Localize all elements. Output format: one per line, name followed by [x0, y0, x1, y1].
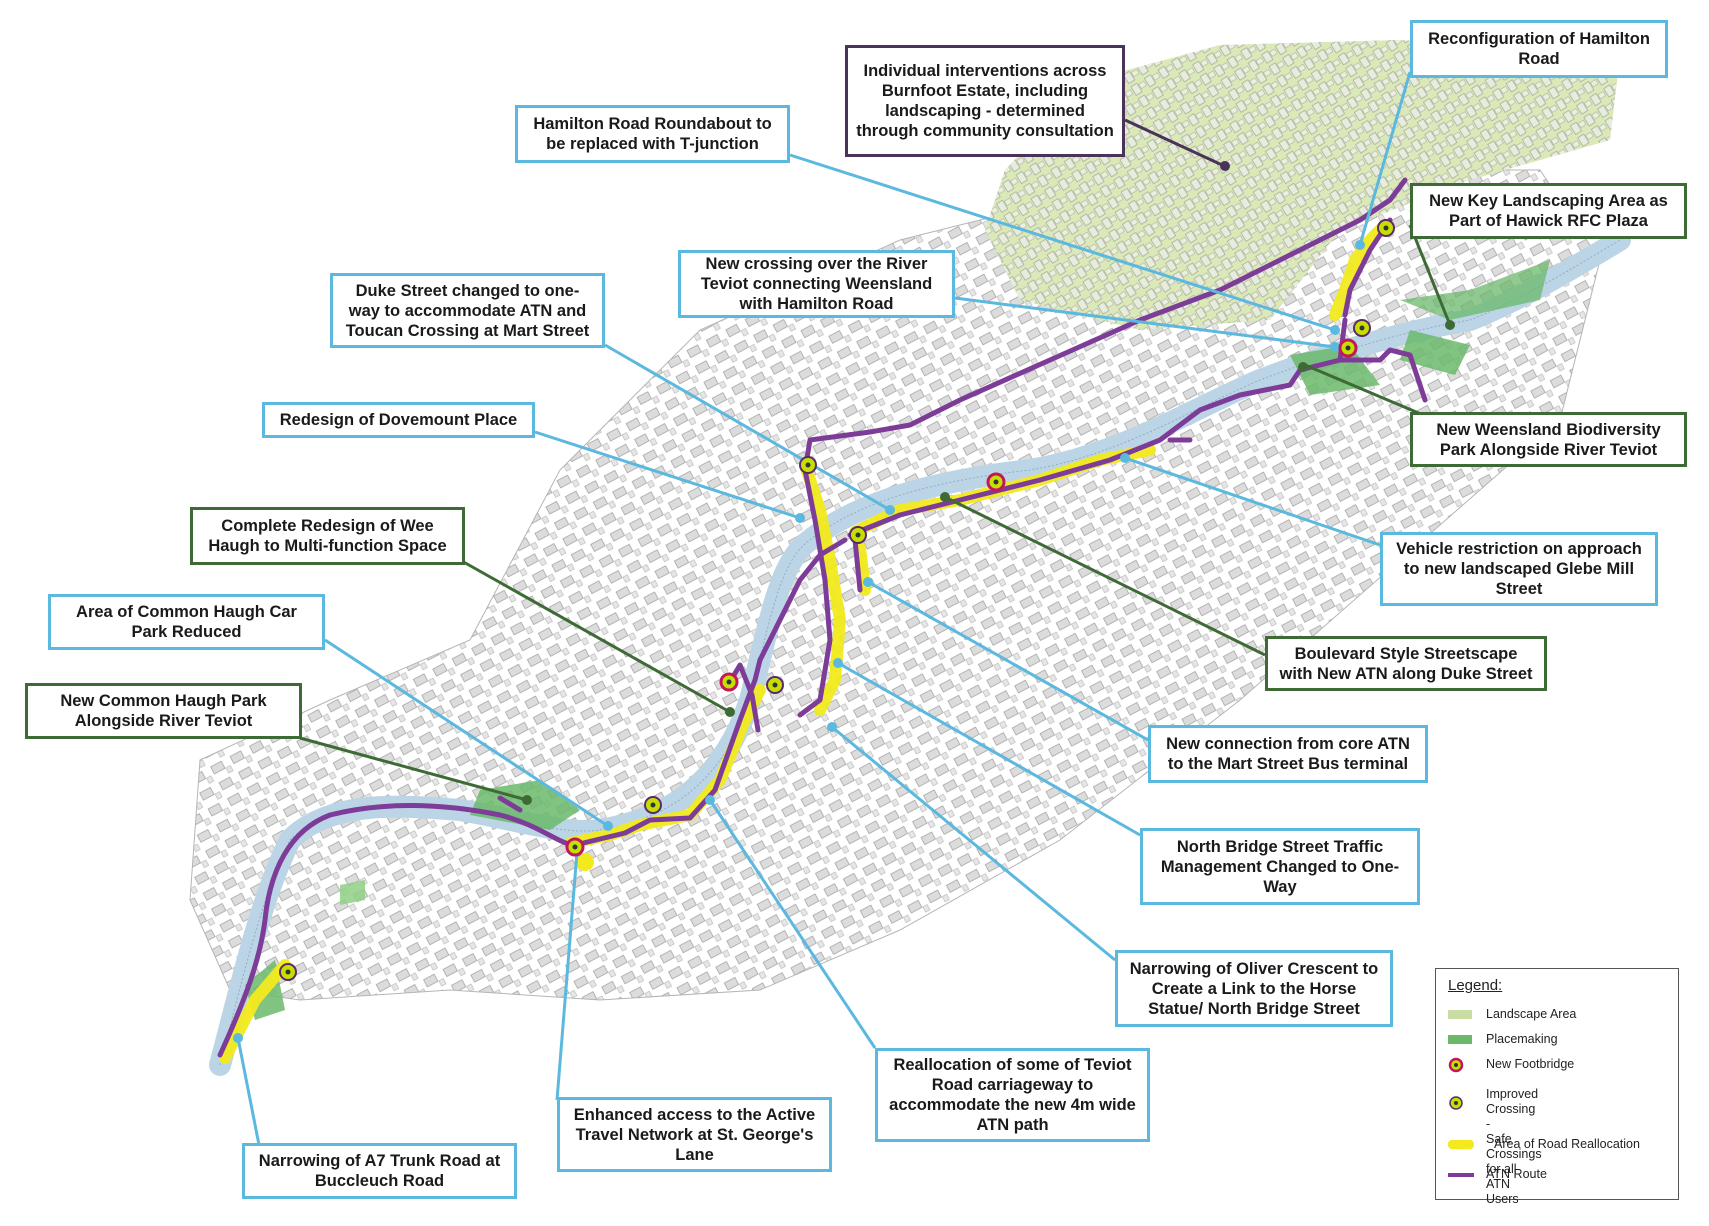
- crossing-icon: [1377, 219, 1395, 237]
- crossing-icon: [799, 456, 817, 474]
- callout-weensland-park: New Weensland Biodiversity Park Alongsid…: [1410, 412, 1687, 467]
- callout-north-bridge-street: North Bridge Street Traffic Management C…: [1140, 828, 1420, 905]
- callout-new-crossing: New crossing over the River Teviot conne…: [678, 250, 955, 318]
- crossing-icon: [644, 796, 662, 814]
- crossing-icon: [766, 676, 784, 694]
- legend-title: Legend:: [1448, 977, 1503, 994]
- callout-burnfoot-estate: Individual interventions across Burnfoot…: [845, 45, 1125, 157]
- crossing-icon: [279, 963, 297, 981]
- callout-wee-haugh: Complete Redesign of Wee Haugh to Multi-…: [190, 507, 465, 565]
- callout-st-georges-lane: Enhanced access to the Active Travel Net…: [557, 1097, 832, 1172]
- landscape-area-swatch: [1448, 1010, 1472, 1019]
- callout-hamilton-roundabout: Hamilton Road Roundabout to be replaced …: [515, 105, 790, 163]
- callout-dovemount-place: Redesign of Dovemount Place: [262, 402, 535, 438]
- footbridge-icon: [719, 672, 739, 692]
- atn-route: [217, 177, 1428, 1058]
- atn-route-swatch: [1448, 1173, 1474, 1177]
- crossing-icon: [849, 526, 867, 544]
- placemaking-rfc: [1400, 330, 1470, 375]
- callout-duke-street-one-way: Duke Street changed to one-way to accomm…: [330, 273, 605, 348]
- callout-vehicle-restriction: Vehicle restriction on approach to new l…: [1380, 532, 1658, 606]
- footbridge-markers: [565, 338, 1358, 857]
- footbridge-icon: [986, 472, 1006, 492]
- callout-a7-trunk-road: Narrowing of A7 Trunk Road at Buccleuch …: [242, 1143, 517, 1199]
- callout-hamilton-road-reconfiguration: Reconfiguration of Hamilton Road: [1410, 20, 1668, 78]
- footbridge-icon: [565, 837, 585, 857]
- callout-boulevard-streetscape: Boulevard Style Streetscape with New ATN…: [1265, 636, 1547, 691]
- crossing-icon: [1353, 319, 1371, 337]
- placemaking-swatch: [1448, 1035, 1472, 1044]
- callout-mart-street-connection: New connection from core ATN to the Mart…: [1148, 725, 1428, 783]
- callout-oliver-crescent: Narrowing of Oliver Crescent to Create a…: [1115, 950, 1393, 1027]
- road-reallocation-st-georges: [576, 853, 594, 871]
- callout-common-haugh-car-park: Area of Common Haugh Car Park Reduced: [48, 594, 325, 650]
- placemaking-wee-haugh: [340, 880, 365, 905]
- callout-key-landscaping: New Key Landscaping Area as Part of Hawi…: [1410, 183, 1687, 239]
- footbridge-icon: [1448, 1057, 1464, 1073]
- improved-crossing-markers: [279, 219, 1395, 981]
- footbridge-icon: [1338, 338, 1358, 358]
- map-legend: Legend: Landscape Area Placemaking New F…: [1435, 968, 1679, 1206]
- callout-leader-lines: [236, 71, 1455, 1151]
- road-reallocation-swatch: [1448, 1140, 1474, 1149]
- placemaking-plaza: [1400, 260, 1550, 320]
- callout-teviot-road: Reallocation of some of Teviot Road carr…: [875, 1048, 1150, 1142]
- crossing-icon: [1449, 1096, 1463, 1110]
- callout-common-haugh-park: New Common Haugh Park Alongside River Te…: [25, 683, 302, 739]
